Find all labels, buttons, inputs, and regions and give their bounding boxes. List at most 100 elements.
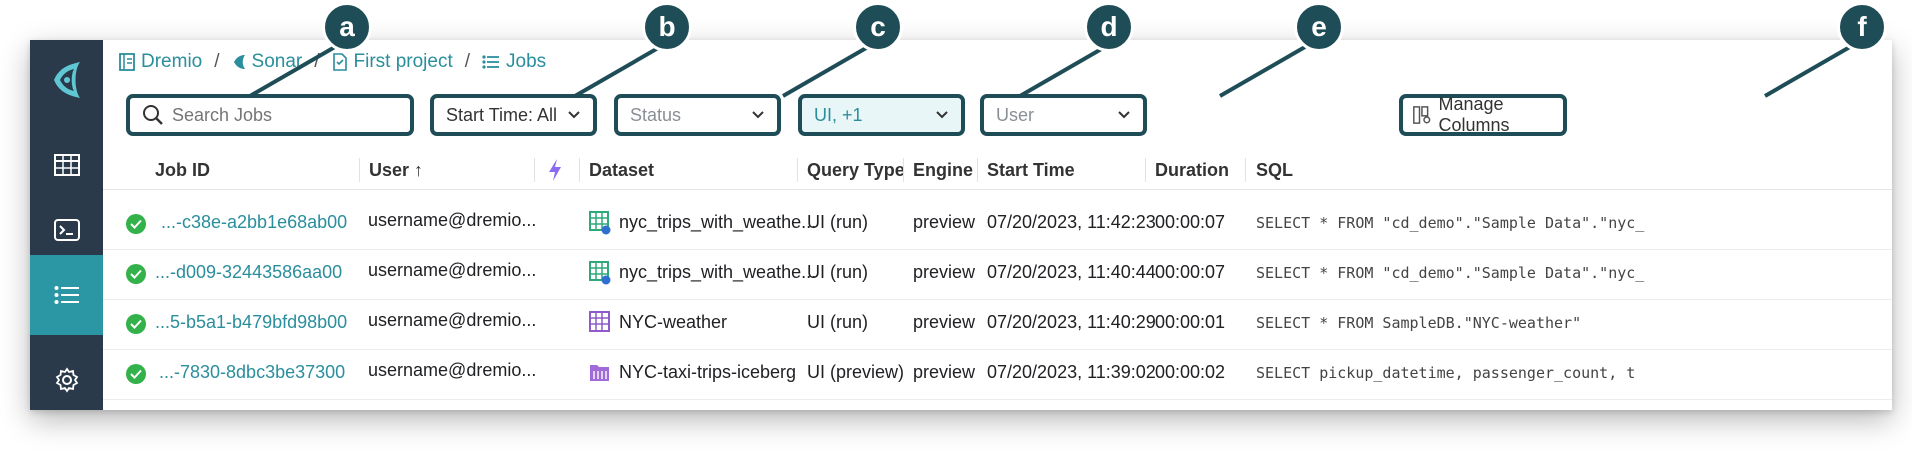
start-time-label: Start Time: All (446, 104, 558, 125)
dataset-name[interactable]: nyc_trips_with_weathe... (619, 212, 817, 232)
success-status-icon (126, 364, 146, 384)
column-header-duration[interactable]: Duration (1155, 160, 1229, 180)
engine-cell: preview (913, 312, 976, 332)
callout-c: c (853, 2, 903, 52)
callout-a: a (322, 2, 372, 52)
jobs-table-header: Job ID User ↑ Dataset Query Type Engine … (103, 150, 1892, 190)
list-icon (54, 286, 79, 304)
manage-columns-button[interactable]: Manage Columns (1399, 94, 1567, 136)
user-cell: username@dremio... (368, 310, 537, 330)
dataset-name[interactable]: NYC-taxi-trips-iceberg (619, 362, 797, 382)
breadcrumb-first-project[interactable]: First project (332, 51, 453, 73)
lightning-icon (549, 159, 561, 181)
query-type-cell: UI (preview) (807, 362, 905, 382)
sonar-icon (233, 55, 245, 69)
column-divider (1145, 158, 1146, 182)
chevron-down-icon (1118, 111, 1130, 119)
iceberg-table-icon (589, 361, 611, 388)
success-status-icon (126, 214, 146, 234)
start-time-filter[interactable]: Start Time: All (430, 94, 597, 136)
column-divider (797, 158, 798, 182)
start-time-cell: 07/20/2023, 11:40:44 (987, 262, 1156, 282)
breadcrumb-dremio[interactable]: Dremio (119, 51, 202, 73)
status-filter[interactable]: Status (614, 94, 781, 136)
physical-dataset-icon (589, 311, 611, 338)
breadcrumb-jobs[interactable]: Jobs (482, 51, 546, 73)
dataset-name[interactable]: NYC-weather (619, 312, 728, 332)
search-jobs-field[interactable] (126, 94, 414, 136)
dremio-logo-icon (53, 62, 80, 98)
success-status-icon (126, 264, 146, 284)
search-input[interactable] (172, 104, 392, 126)
table-row[interactable]: ...5-b5a1-b479bfd98b00 username@dremio..… (103, 300, 1892, 350)
column-divider (977, 158, 978, 182)
breadcrumb: Dremio / Sonar / First project / Jobs (119, 50, 546, 74)
table-row[interactable]: ...-7830-8dbc3be37300 username@dremio...… (103, 350, 1892, 400)
table-row[interactable]: ...-d009-32443586aa00 username@dremio...… (103, 250, 1892, 300)
user-cell: username@dremio... (368, 210, 537, 230)
column-header-user[interactable]: User ↑ (369, 160, 424, 180)
column-header-query-type[interactable]: Query Type (807, 160, 905, 180)
query-type-filter[interactable]: UI, +1 (798, 94, 965, 136)
callout-b: b (642, 2, 692, 52)
job-id-link[interactable]: ...-d009-32443586aa00 (155, 262, 343, 282)
terminal-icon (53, 219, 80, 241)
catalog-icon (119, 53, 135, 71)
job-id-link[interactable]: ...5-b5a1-b479bfd98b00 (155, 312, 348, 332)
job-id-link[interactable]: ...-c38e-a2bb1e68ab00 (161, 212, 348, 232)
column-header-job-id[interactable]: Job ID (155, 160, 211, 180)
column-divider (359, 158, 360, 182)
success-status-icon (126, 314, 146, 334)
sql-cell: SELECT * FROM SampleDB."NYC-weather" (1256, 314, 1582, 332)
sidebar (30, 40, 103, 410)
sidebar-item-sql-runner[interactable] (30, 190, 103, 270)
engine-cell: preview (913, 212, 976, 232)
breadcrumb-label: Dremio (141, 51, 203, 72)
query-type-cell: UI (run) (807, 262, 869, 282)
sidebar-item-jobs[interactable] (30, 255, 103, 335)
query-type-cell: UI (run) (807, 212, 869, 232)
start-time-cell: 07/20/2023, 11:39:02 (987, 362, 1156, 382)
virtual-dataset-icon (589, 211, 611, 240)
app-window: Dremio / Sonar / First project / Jobs (30, 40, 1892, 410)
callout-f: f (1837, 2, 1887, 52)
sql-cell: SELECT pickup_datetime, passenger_count,… (1256, 364, 1636, 382)
user-cell: username@dremio... (368, 360, 537, 380)
user-filter[interactable]: User (980, 94, 1147, 136)
status-label: Status (630, 104, 682, 125)
callout-d: d (1084, 2, 1134, 52)
column-header-dataset[interactable]: Dataset (589, 160, 655, 180)
chevron-down-icon (752, 111, 764, 119)
sql-cell: SELECT * FROM "cd_demo"."Sample Data"."n… (1256, 264, 1645, 282)
duration-cell: 00:00:07 (1155, 262, 1226, 282)
breadcrumb-label: Jobs (506, 51, 547, 72)
engine-cell: preview (913, 262, 976, 282)
sidebar-item-datasets[interactable] (30, 125, 103, 205)
column-header-engine[interactable]: Engine (913, 160, 974, 180)
duration-cell: 00:00:07 (1155, 212, 1226, 232)
query-type-cell: UI (run) (807, 312, 869, 332)
column-header-sql[interactable]: SQL (1256, 160, 1294, 180)
breadcrumb-separator: / (314, 51, 320, 72)
column-divider (1245, 158, 1246, 182)
column-header-start-time[interactable]: Start Time (987, 160, 1075, 180)
chevron-down-icon (568, 111, 580, 119)
duration-cell: 00:00:01 (1155, 312, 1226, 332)
job-id-link[interactable]: ...-7830-8dbc3be37300 (159, 362, 346, 382)
user-label: User (996, 104, 1035, 125)
engine-cell: preview (913, 362, 976, 382)
column-divider (534, 158, 535, 182)
flash-column-header[interactable] (547, 158, 563, 187)
manage-columns-icon (1413, 106, 1431, 124)
table-row[interactable]: ...-c38e-a2bb1e68ab00 username@dremio...… (103, 200, 1892, 250)
manage-columns-label: Manage Columns (1438, 94, 1510, 135)
sidebar-item-settings[interactable] (30, 340, 103, 410)
project-icon (332, 53, 347, 71)
breadcrumb-separator: / (464, 51, 471, 72)
dremio-logo[interactable] (30, 40, 103, 120)
dataset-name[interactable]: nyc_trips_with_weathe... (619, 262, 817, 282)
sql-cell: SELECT * FROM "cd_demo"."Sample Data"."n… (1256, 214, 1645, 232)
list-icon (482, 55, 500, 69)
duration-cell: 00:00:02 (1155, 362, 1226, 382)
breadcrumb-sonar[interactable]: Sonar (232, 51, 302, 73)
